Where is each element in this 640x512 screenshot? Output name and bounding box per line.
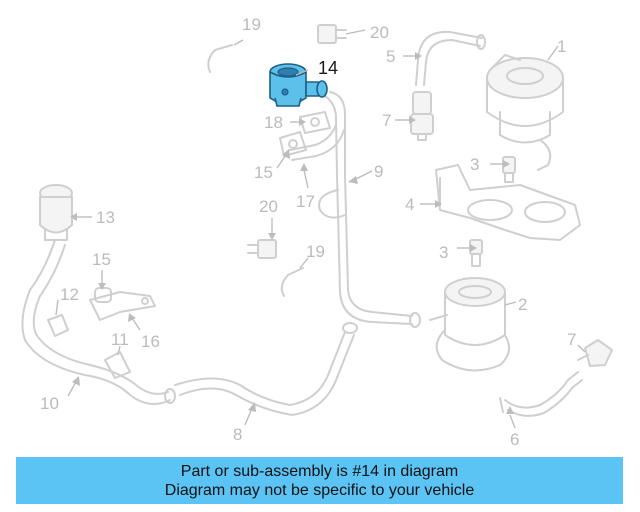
part-6-hose[interactable] xyxy=(499,371,583,417)
callout-10: 10 xyxy=(40,394,59,413)
callout-8: 8 xyxy=(233,425,242,444)
callout-13: 13 xyxy=(96,208,115,227)
part-13-valve[interactable] xyxy=(39,184,73,241)
part-19-hose-upper[interactable] xyxy=(207,44,233,73)
parts-diagram: 1 2 3 3 4 5 6 7 7 8 9 10 11 12 13 14 15 … xyxy=(21,15,613,449)
callout-15-lower: 15 xyxy=(92,250,111,269)
part-18-gasket[interactable] xyxy=(299,111,331,134)
part-7-valve-lower[interactable] xyxy=(577,339,613,367)
part-11-clip[interactable] xyxy=(104,351,131,379)
part-4-bracket[interactable] xyxy=(435,164,581,241)
part-7-valve-upper[interactable] xyxy=(410,91,434,141)
part-3-sensor-upper[interactable] xyxy=(502,156,516,183)
callout-7-upper: 7 xyxy=(382,111,391,130)
callout-12: 12 xyxy=(60,285,79,304)
part-20-connector-lower[interactable] xyxy=(247,239,277,259)
callout-11: 11 xyxy=(111,330,129,349)
callout-15-upper: 15 xyxy=(254,163,273,182)
callout-3-lower: 3 xyxy=(439,243,448,262)
callout-19-lower: 19 xyxy=(306,242,325,261)
part-10-hose[interactable] xyxy=(21,239,176,405)
part-5-hose[interactable] xyxy=(415,30,486,86)
part-16-pipe[interactable] xyxy=(89,291,156,321)
part-9-hose[interactable] xyxy=(317,91,421,328)
info-banner: Part or sub-assembly is #14 in diagram D… xyxy=(16,457,623,504)
callout-1: 1 xyxy=(557,37,566,56)
part-8-hose[interactable] xyxy=(174,322,358,416)
banner-line-2: Diagram may not be specific to your vehi… xyxy=(164,481,475,499)
part-17-pipe[interactable] xyxy=(289,124,345,161)
callouts: 1 2 3 3 4 5 6 7 7 8 9 10 11 12 13 14 15 … xyxy=(40,15,576,449)
part-3-sensor-lower[interactable] xyxy=(469,239,483,267)
callout-3-upper: 3 xyxy=(470,155,479,174)
callout-20-lower: 20 xyxy=(259,197,278,216)
parts-diagram-svg: 1 2 3 3 4 5 6 7 7 8 9 10 11 12 13 14 15 … xyxy=(21,15,613,449)
callout-5: 5 xyxy=(386,47,395,66)
leader-lines xyxy=(55,29,586,429)
callout-20-upper: 20 xyxy=(370,23,389,42)
callout-18: 18 xyxy=(264,113,283,132)
part-12-clip[interactable] xyxy=(47,314,69,337)
callout-6: 6 xyxy=(510,430,519,449)
part-20-connector-upper[interactable] xyxy=(317,24,347,44)
callout-4: 4 xyxy=(405,195,414,214)
callout-14: 14 xyxy=(318,58,338,78)
part-14-combination-valve[interactable] xyxy=(269,63,328,107)
callout-2: 2 xyxy=(518,295,527,314)
callout-7-lower: 7 xyxy=(567,330,576,349)
callout-9: 9 xyxy=(374,162,383,181)
part-15-gasket-upper[interactable] xyxy=(279,131,307,157)
callout-17: 17 xyxy=(296,192,315,211)
callout-19-upper: 19 xyxy=(242,15,261,34)
part-2-air-pump[interactable] xyxy=(429,277,510,372)
callout-16: 16 xyxy=(141,332,160,351)
part-19-hose-lower[interactable] xyxy=(280,267,304,297)
part-1-air-pump[interactable] xyxy=(486,54,564,171)
banner-line-1: Part or sub-assembly is #14 in diagram xyxy=(180,462,459,480)
